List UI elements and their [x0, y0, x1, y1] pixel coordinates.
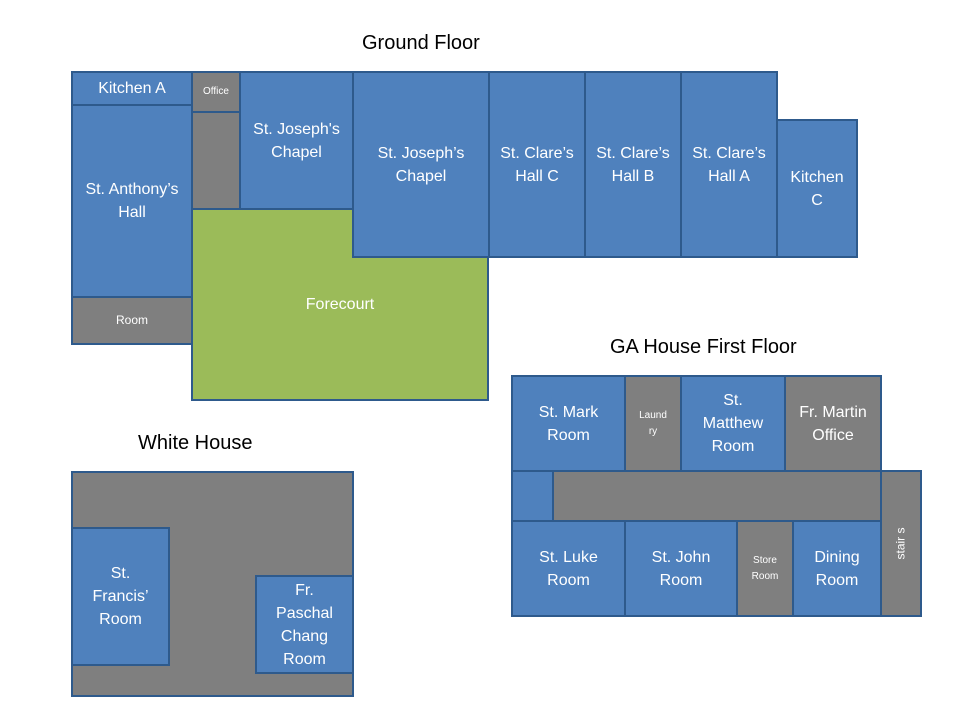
ga-corridor-blue-nook [511, 470, 554, 522]
kitchen-c-room[interactable]: Kitchen C [776, 119, 858, 258]
st-mark-room[interactable]: St. Mark Room [511, 375, 626, 472]
st-clares-hall-b-room[interactable]: St. Clare’s Hall B [584, 71, 682, 258]
st-luke-room[interactable]: St. Luke Room [511, 520, 626, 617]
st-clares-hall-c-room[interactable]: St. Clare’s Hall C [488, 71, 586, 258]
room-ground-floor[interactable]: Room [71, 296, 193, 345]
st-josephs-chapel-large-room[interactable]: St. Joseph’s Chapel [352, 71, 490, 258]
office-room[interactable]: Office [191, 71, 241, 113]
ground-floor-title: Ground Floor [362, 32, 480, 54]
dining-room[interactable]: Dining Room [792, 520, 882, 617]
st-francis-room[interactable]: St. Francis’ Room [71, 527, 170, 666]
ga-corridor [511, 470, 882, 522]
stairs[interactable]: stair s [880, 470, 922, 617]
fr-paschal-chang-room[interactable]: Fr. Paschal Chang Room [255, 575, 354, 674]
st-matthew-room[interactable]: St. Matthew Room [680, 375, 786, 472]
store-room[interactable]: Store Room [736, 520, 794, 617]
st-josephs-chapel-small-room[interactable]: St. Joseph's Chapel [239, 71, 354, 210]
ground-corridor-west [191, 111, 241, 210]
white-house-title: White House [138, 432, 253, 454]
ga-house-first-floor-title: GA House First Floor [610, 336, 797, 358]
stairs-label: stair s [893, 527, 908, 560]
fr-martin-office[interactable]: Fr. Martin Office [784, 375, 882, 472]
st-anthonys-hall-room[interactable]: St. Anthony’s Hall [71, 104, 193, 298]
laundry-room[interactable]: Laund ry [624, 375, 682, 472]
kitchen-a-room[interactable]: Kitchen A [71, 71, 193, 106]
st-john-room[interactable]: St. John Room [624, 520, 738, 617]
st-clares-hall-a-room[interactable]: St. Clare’s Hall A [680, 71, 778, 258]
